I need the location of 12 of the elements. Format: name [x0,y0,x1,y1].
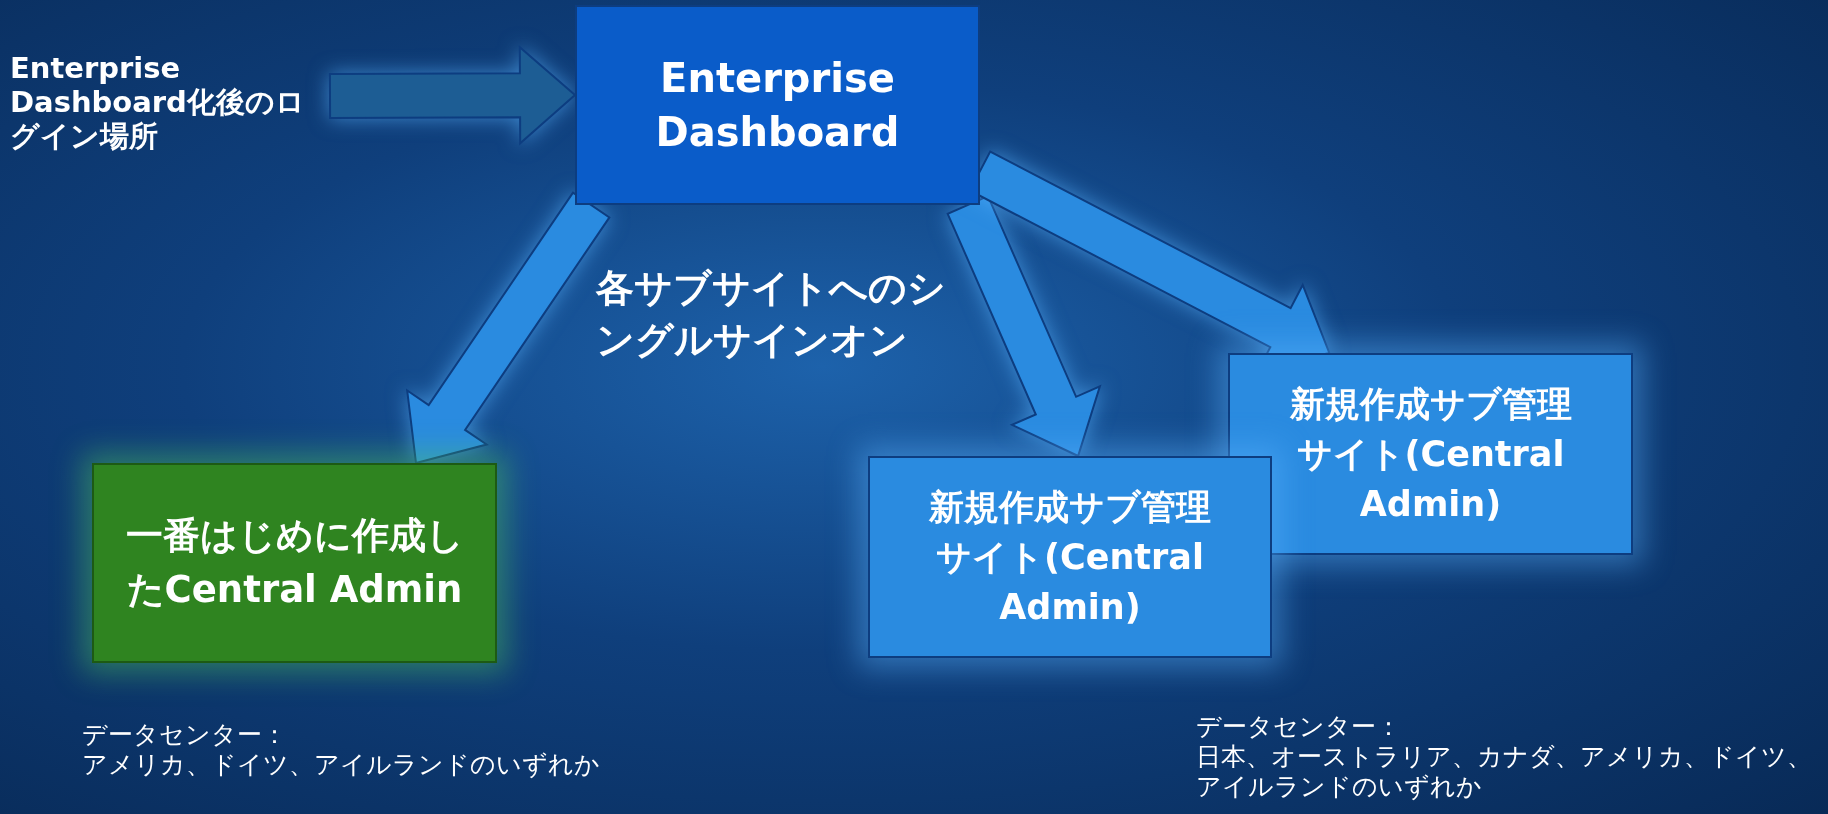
caption-text: アメリカ、ドイツ、アイルランドのいずれか [82,750,601,780]
caption-text: データセンター： [82,720,288,750]
caption-text: データセンター： [1196,712,1402,742]
process-box: Enterprise Dashboard [575,5,980,205]
process-box: 一番はじめに作成したCentral Admin [92,463,497,663]
process-box: 新規作成サブ管理サイト(Central Admin) [868,456,1272,658]
block-arrow [328,45,577,146]
block-arrow [405,191,611,465]
caption-text: 日本、オーストラリア、カナダ、アメリカ、ドイツ、アイルランドのいずれか [1196,742,1813,802]
text-label: Enterprise Dashboard化後のログイン場所 [10,42,330,162]
process-box: 新規作成サブ管理サイト(Central Admin) [1228,353,1633,555]
annotation-text: 各サブサイトへのシングルサインオン [596,265,947,364]
